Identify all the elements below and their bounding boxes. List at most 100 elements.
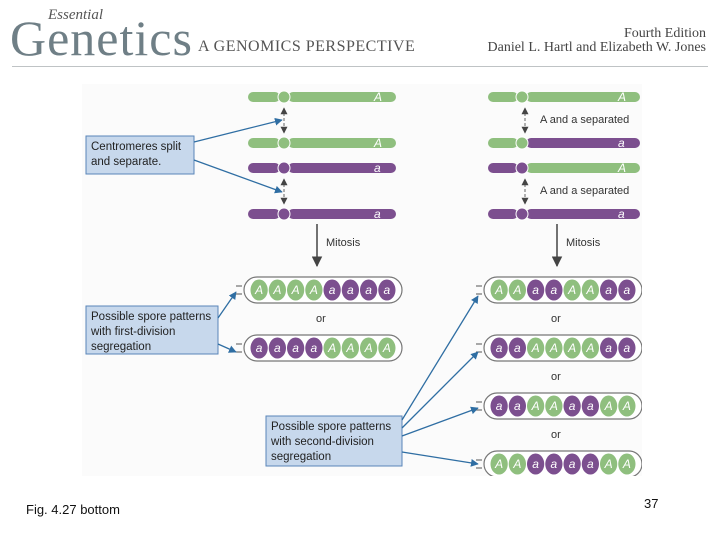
spore-allele-label: A <box>345 341 354 355</box>
spore-allele-label: A <box>567 341 576 355</box>
spore-allele-label: A <box>494 283 503 297</box>
spore <box>305 337 323 359</box>
spore-allele-label: A <box>549 341 558 355</box>
spore-allele-label: a <box>624 283 631 297</box>
or-label: or <box>551 313 561 325</box>
separation-label-1: A and a separated <box>540 114 629 126</box>
allele-label: a <box>374 161 381 175</box>
callout-box <box>85 135 195 175</box>
chromosome-right-3: A <box>488 161 640 175</box>
chromosome-arm-left <box>248 138 280 148</box>
spore-allele-label: A <box>254 283 263 297</box>
spore <box>527 395 545 417</box>
centromere <box>515 161 529 175</box>
brand-prefix: Essential <box>48 7 103 23</box>
spore <box>360 279 378 301</box>
spore-allele-label: A <box>567 283 576 297</box>
spore-allele-label: a <box>496 341 503 355</box>
callout-first-division: Possible spore patterns with first-divisi… <box>85 305 219 355</box>
spore-allele-label: a <box>496 399 503 413</box>
chromosome-arm-left <box>488 92 518 102</box>
allele-label: A <box>373 136 382 150</box>
header: Genetics Essential A GENOMICS PERSPECTIV… <box>0 0 720 66</box>
spore <box>545 395 563 417</box>
or-label: or <box>551 371 561 383</box>
spore <box>508 279 526 301</box>
spore-allele-label: A <box>309 283 318 297</box>
callout-line: Possible spore patterns <box>91 311 211 323</box>
leader-centromeres-1 <box>193 117 283 143</box>
spore <box>527 337 545 359</box>
spore-allele-label: A <box>622 457 631 471</box>
allele-label: a <box>374 207 381 221</box>
spore-allele-label: a <box>605 341 612 355</box>
spore <box>545 453 563 475</box>
leader-first-division-1 <box>217 291 237 319</box>
leader-second-division-3 <box>401 406 479 437</box>
chromosome-right-1: A <box>488 90 640 104</box>
spore-allele-label: A <box>531 341 540 355</box>
callout-box <box>85 305 219 355</box>
chromosome-arm-left <box>488 209 518 219</box>
centromere <box>277 161 291 175</box>
spore <box>618 395 636 417</box>
spore <box>600 337 618 359</box>
spore-allele-label: a <box>551 457 558 471</box>
spore <box>341 337 359 359</box>
spore-allele-label: a <box>365 283 372 297</box>
spore-allele-label: A <box>604 399 613 413</box>
chromosome-left-4: a <box>248 207 396 221</box>
spore <box>250 279 268 301</box>
leader-second-division-2 <box>401 351 479 429</box>
mitosis-label-left: Mitosis <box>326 237 361 249</box>
header-divider <box>12 66 708 67</box>
spore <box>581 453 599 475</box>
chromosome-arm-left <box>488 138 518 148</box>
spore <box>508 395 526 417</box>
spore <box>508 337 526 359</box>
spore <box>378 337 396 359</box>
centromere <box>515 136 529 150</box>
chromosome-arm-right <box>288 209 396 219</box>
spore <box>268 279 286 301</box>
spore-allele-label: A <box>604 457 613 471</box>
mitosis-label-right: Mitosis <box>566 237 601 249</box>
chromosome-arm-right <box>288 92 396 102</box>
spore-allele-label: A <box>585 283 594 297</box>
spore <box>563 395 581 417</box>
spore-allele-label: a <box>569 399 576 413</box>
spore <box>268 337 286 359</box>
spore-allele-label: a <box>569 457 576 471</box>
chromosome-arm-left <box>248 92 280 102</box>
spore-allele-label: a <box>329 283 336 297</box>
spore <box>600 395 618 417</box>
chromosome-arm-right <box>526 92 640 102</box>
spore-allele-label: A <box>272 283 281 297</box>
spore-allele-label: a <box>384 283 391 297</box>
spore <box>618 279 636 301</box>
allele-label: a <box>618 207 625 221</box>
chromosome-arm-right <box>288 138 396 148</box>
chromosome-arm-right <box>288 163 396 173</box>
chromosome-left-1: A <box>248 90 396 104</box>
spore <box>341 279 359 301</box>
spore <box>508 453 526 475</box>
callout-line: segregation <box>91 341 151 353</box>
centromere <box>515 90 529 104</box>
callout-line: with first-division <box>90 326 175 338</box>
spore-allele-label: A <box>327 341 336 355</box>
chromosome-arm-left <box>248 209 280 219</box>
callout-box <box>265 415 403 467</box>
spore-allele-label: a <box>624 341 631 355</box>
spore <box>287 279 305 301</box>
spore-allele-label: A <box>494 457 503 471</box>
brand-title: Genetics <box>10 10 193 66</box>
spore <box>490 279 508 301</box>
spore <box>378 279 396 301</box>
spore-allele-label: a <box>274 341 281 355</box>
